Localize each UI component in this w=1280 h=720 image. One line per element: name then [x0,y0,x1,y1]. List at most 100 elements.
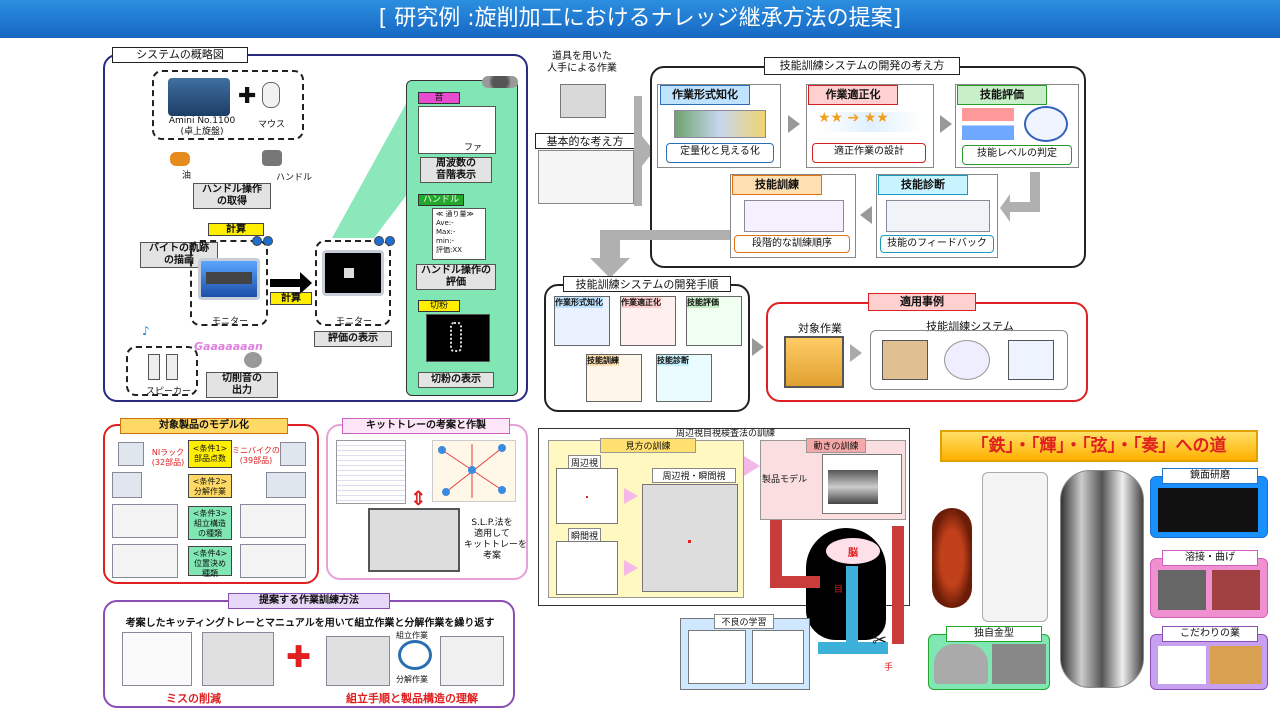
step-formalize-title: 作業形式知化 [660,85,750,105]
nirack-label: NIラック (32部品) [151,448,185,467]
basic-concept-title: 基本的な考え方 [535,133,635,149]
note-icon: ♪ [142,324,150,338]
sound-output-box: 切削音の 出力 [206,372,278,398]
step-formalize-caption: 定量化と見える化 [666,143,774,163]
arrow-right-head [300,272,312,294]
vision-arrow-1 [624,488,638,504]
concept-arrow-1 [788,115,800,133]
mold-label: 独自金型 [946,626,1042,642]
step-train-image [744,200,844,232]
eval-display-box: 評価の表示 [314,331,392,347]
concept-arrow-2 [940,115,952,133]
disassemble-label: 分解作業 [396,675,428,684]
chip-display-box: 切粉の表示 [418,372,494,388]
step-evaluate-caption: 技能レベルの判定 [962,145,1072,165]
vision-arrow-2 [624,560,638,576]
basic-concept-image [538,150,634,204]
monitor2-chip [344,268,354,278]
combo-label: 周辺視・瞬間視 [652,468,736,483]
parts-image [440,636,504,686]
speaker-left [148,354,160,380]
position-images-1 [112,544,178,578]
step-optimize-title: 作業適正化 [808,85,898,105]
step-evaluate-title: 技能評価 [957,85,1047,105]
sound-tag: 音 [418,92,460,104]
step-optimize-stars: ★★ ➔ ★★ [818,110,889,126]
disassemble-image-2 [266,472,306,498]
defect-screen-2 [752,630,804,684]
page-title: [ 研究例 :旋削加工におけるナレッジ継承方法の提案] [0,0,1280,38]
handle-eval-box: ハンドル操作の 評価 [416,264,496,290]
proc-step-2-title: 作業適正化 [621,297,661,308]
monitor2-group [315,240,391,326]
flow-red-hand [892,526,904,644]
example-title: 適用事例 [868,293,976,311]
eye-icon-1 [252,236,262,246]
proc-step-4-title: 技能訓練 [587,355,619,366]
kit-arrow-icon: ⇕ [410,486,427,510]
handle-acquire-box: ハンドル操作 の取得 [193,183,271,209]
structure-images-1 [112,504,178,538]
lathe-image [168,78,230,116]
vision-training-label: 見方の訓練 [600,438,696,453]
craft-label: こだわりの業 [1162,626,1258,642]
speaker-label: スピーカー [146,387,192,397]
peripheral-dot [586,496,588,498]
reduce-errors-label: ミスの削減 [166,692,221,705]
mold-inner-2 [992,644,1046,684]
assemble-label: 組立作業 [396,631,428,640]
condition-3: <条件3> 組立構造 の種類 [188,506,232,540]
chip-spring [450,322,462,352]
example-arrow [752,338,764,356]
mirror-label: 鏡面研磨 [1162,468,1258,484]
fa-label: ファ [464,143,483,153]
eye-icon-3 [374,236,384,246]
monitor1-image [206,272,252,284]
violin-parts-panel [982,472,1048,622]
eye-label: 目 [834,585,844,595]
step-optimize-image [818,112,922,132]
step-formalize-image [674,110,766,138]
handle-tag: ハンドル [418,194,464,206]
training-img-1 [882,340,928,380]
disassemble-image-1 [112,472,142,498]
concept-arrow [634,96,654,206]
step-diagnose-image [886,200,990,232]
frequency-chart [418,106,496,154]
kit-tray-image [368,508,460,572]
welding-label: 溶接・曲げ [1162,550,1258,566]
handle-icon [262,150,282,166]
step-train-title: 技能訓練 [732,175,822,195]
monitor1-label: モニター [212,317,249,327]
understand-label: 組立手順と製品構造の理解 [346,692,478,705]
lathe-label: Amini No.1100 (卓上旋盤) [168,116,236,137]
concept-title: 技能訓練システムの開発の考え方 [764,57,960,75]
hand-label: 手 [884,663,894,673]
instant-screen [556,541,618,595]
plus-red-icon: ✚ [286,640,312,675]
concept-arrow-3 [860,206,872,224]
calc-label-1: 計算 [208,223,264,236]
mirror-inner [1158,488,1258,532]
zoom-wedge [332,82,418,238]
brain-shape [826,538,880,564]
condition-2: <条件2> 分解作業 [188,474,232,498]
brain-label: 脳 [848,548,858,559]
product-model-label: 製品モデル [762,475,808,485]
procedure-title: 技能訓練システムの開発手順 [563,276,731,292]
monitor2-screen [322,250,384,296]
plus-icon: ✚ [238,84,257,109]
combo-dot [688,540,691,543]
speaker-group [126,346,198,396]
machine-group [152,70,304,140]
proc-step-3-title: 技能評価 [687,297,719,308]
mouse-icon [262,82,280,108]
cycle-icon [398,640,432,670]
training-img-2 [944,340,990,380]
flow-red-down [770,520,782,580]
defect-screen-1 [688,630,746,684]
structure-images-2 [240,504,306,538]
target-work-label: 対象作業 [798,322,842,335]
craft-inner-1 [1158,646,1206,684]
step-diagnose-title: 技能診断 [878,175,968,195]
